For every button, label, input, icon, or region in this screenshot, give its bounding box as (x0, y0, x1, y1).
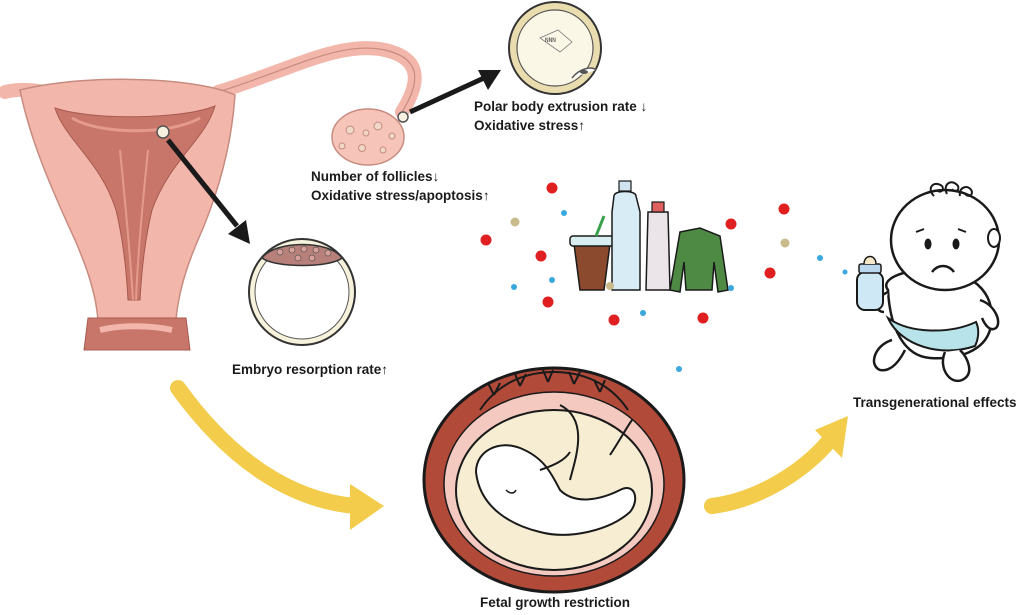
oocyte-oxidative-stress-label: Oxidative stress↑ (474, 118, 586, 133)
plastic-products (569, 180, 729, 293)
black-arrows (166, 70, 501, 244)
baby-illustration (856, 181, 1001, 383)
oocyte-illustration: NNN (508, 1, 602, 95)
polar-body-label: Polar body extrusion rate ↓ (474, 99, 648, 114)
ovary-effects-label: Number of follicles↓ Oxidative stress/ap… (311, 167, 490, 205)
oocyte-effects-label: Polar body extrusion rate ↓ Oxidative st… (474, 97, 647, 135)
svg-text:NNN: NNN (545, 37, 556, 44)
oxidative-apoptosis-label: Oxidative stress/apoptosis↑ (311, 188, 490, 203)
fetal-growth-label: Fetal growth restriction (480, 595, 631, 610)
particles (480, 182, 848, 372)
fetus-illustration (422, 366, 686, 594)
embryo-resorption-label: Embryo resorption rate↑ (232, 362, 389, 377)
blastocyst-illustration (248, 238, 356, 346)
transgenerational-label: Transgenerational effects (853, 395, 1017, 410)
uterus-illustration (0, 41, 422, 351)
follicle-count-label: Number of follicles↓ (311, 169, 440, 184)
yellow-arrows (170, 380, 848, 530)
